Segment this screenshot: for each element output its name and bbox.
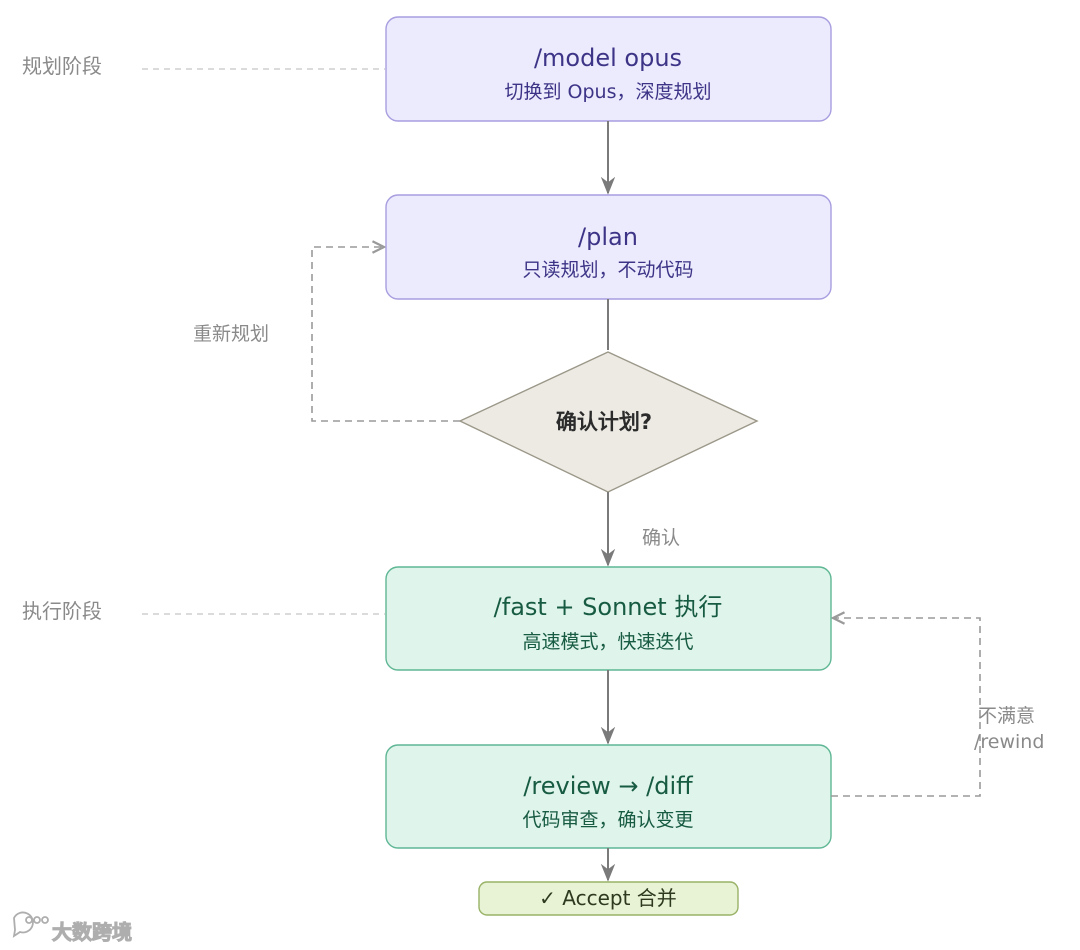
node-review-title: /review → /diff [523,772,693,800]
phase-label-planning: 规划阶段 [22,54,102,78]
node-fast-sonnet: /fast + Sonnet 执行 高速模式，快速迭代 [385,566,832,671]
node-decision: 确认计划? [458,351,759,493]
node-accept: ✓ Accept 合并 [478,881,739,916]
node-model-opus-subtitle: 切换到 Opus，深度规划 [505,81,712,103]
chat-bubble-logo-icon [12,911,49,938]
accept-pill [478,881,739,916]
edge-label-rewind: /rewind [974,731,1044,753]
node-fast-sonnet-subtitle: 高速模式，快速迭代 [522,631,693,653]
node-model-opus-title: /model opus [534,44,682,72]
accept-label: ✓ Accept 合并 [539,886,677,910]
node-review: /review → /diff 代码审查，确认变更 [385,744,832,849]
edge-label-confirm: 确认 [642,527,680,549]
node-model-opus: /model opus 切换到 Opus，深度规划 [385,16,832,122]
decision-label: 确认计划? [556,410,652,434]
watermark-text: 大数跨境 [52,920,132,944]
edge-rewind-loop [831,618,981,797]
edge-replan-loop [311,247,460,422]
edge-label-unsatisfied: 不满意 [978,705,1035,727]
node-review-subtitle: 代码审查，确认变更 [522,809,693,831]
edge-label-replan: 重新规划 [193,323,269,345]
watermark: 大数跨境 [12,911,133,945]
node-plan-subtitle: 只读规划，不动代码 [522,259,693,281]
node-plan-title: /plan [578,223,638,251]
node-plan: /plan 只读规划，不动代码 [385,194,832,300]
phase-label-execution: 执行阶段 [22,599,102,623]
node-fast-sonnet-title: /fast + Sonnet 执行 [494,593,723,621]
